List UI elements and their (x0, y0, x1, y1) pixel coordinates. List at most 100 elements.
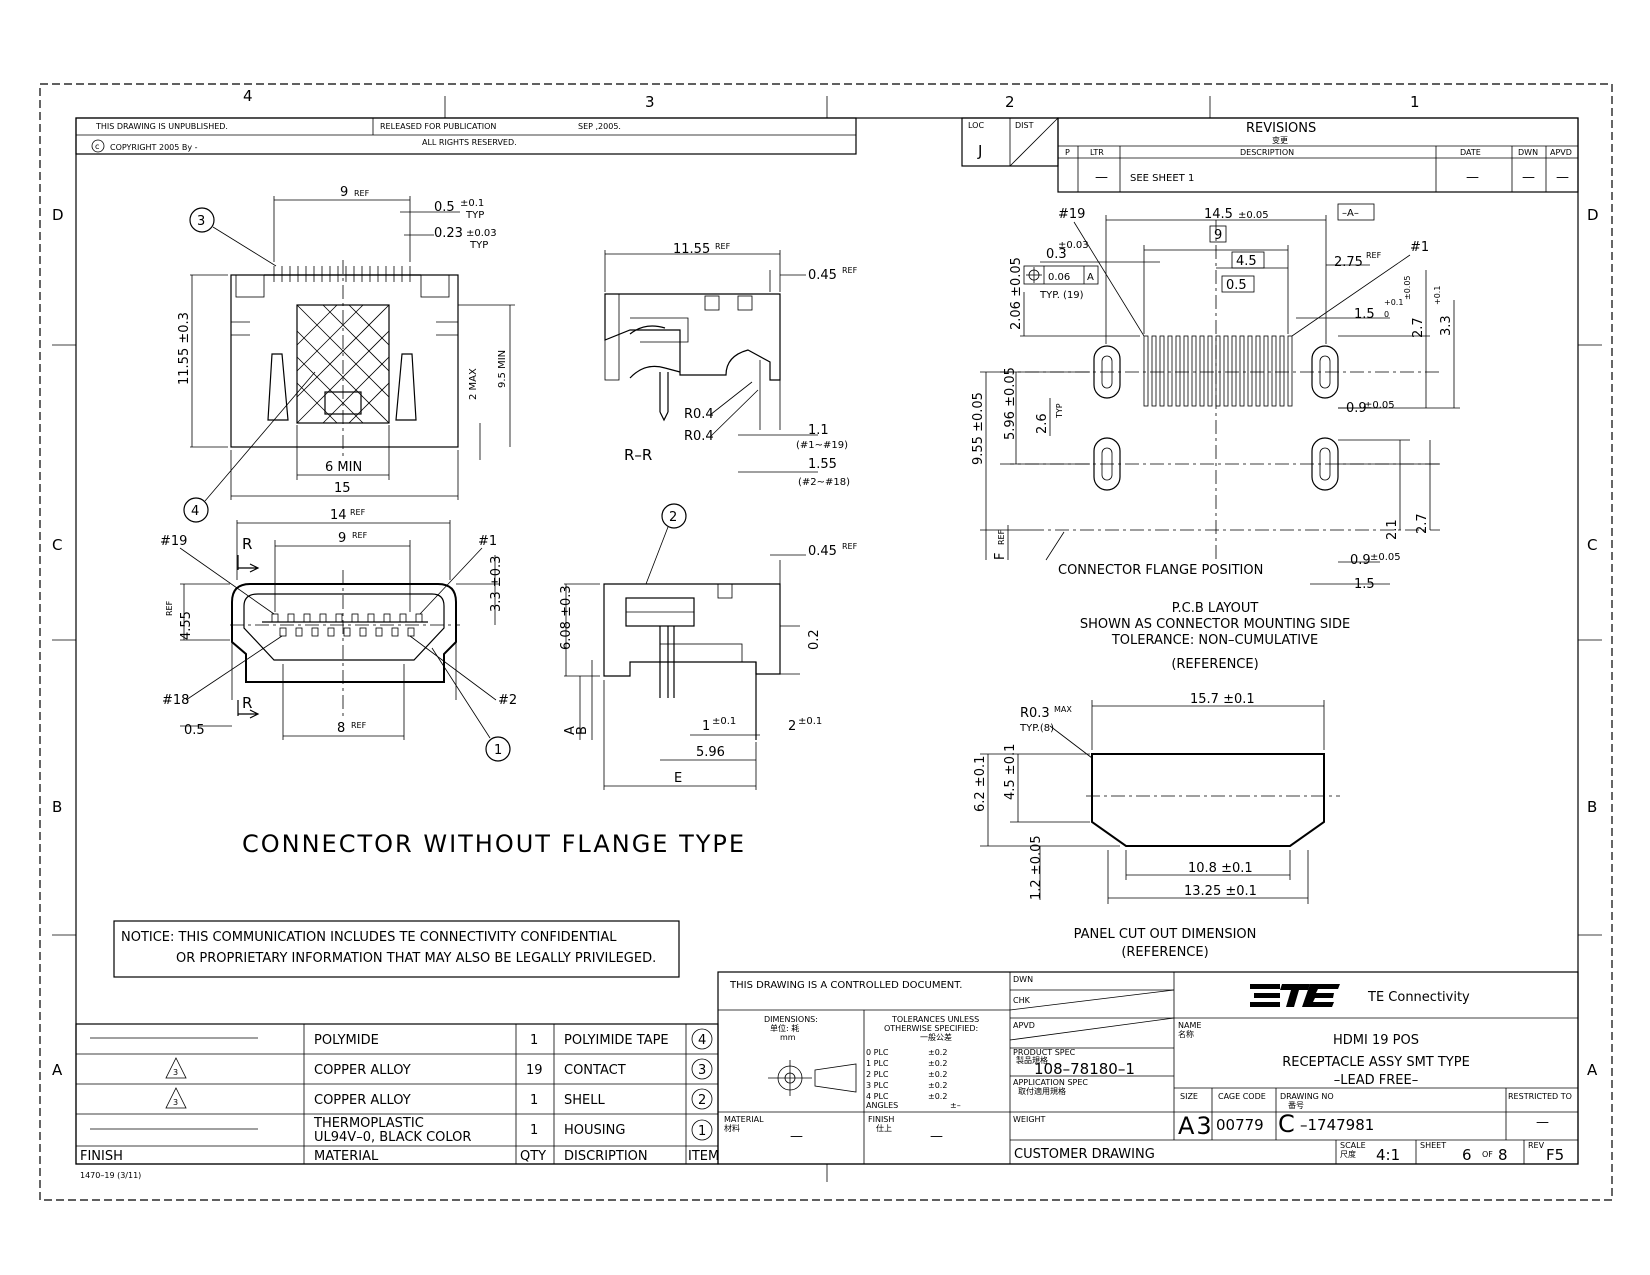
zone-markers: 4 3 2 1 D C B A D C B A (52, 87, 1602, 1182)
col-marker-3: 3 (645, 93, 655, 111)
panel-typ-8: TYP.(8) (1019, 723, 1054, 734)
restricted-label: RESTRICTED TO (1508, 1092, 1572, 1101)
tol-val-5: ±– (950, 1101, 961, 1110)
pcb-dim-2-75: 2.75 (1334, 255, 1363, 270)
cage-code-label: CAGE CODE (1218, 1092, 1266, 1101)
drawing-no-prefix: C (1278, 1110, 1297, 1138)
bom-row-2-finish: 3 (173, 1068, 178, 1077)
dim-0-5-front: 0.5 (184, 723, 205, 738)
position-tolerance-frame (1023, 265, 1099, 285)
pcb-dim-f: F (993, 553, 1008, 560)
row-marker-c: C (52, 536, 62, 554)
dim-1-1: 1.1 (808, 423, 829, 438)
bom-row-3-material: COPPER ALLOY (314, 1093, 411, 1108)
col-marker-2: 2 (1005, 93, 1015, 111)
dim-0-5-typ: TYP (465, 210, 484, 221)
revisions-title: REVISIONS (1246, 121, 1316, 136)
rev-label: REV (1528, 1141, 1545, 1150)
part-name-1: HDMI 19 POS (1333, 1033, 1419, 1048)
svg-text:±0.05: ±0.05 (1403, 275, 1412, 300)
pin-19-label: #19 (160, 534, 187, 549)
pcb-dim-14-5-tol: ±0.05 (1238, 210, 1269, 221)
dim-0-2: 0.2 (807, 629, 822, 650)
bom-row-2-qty: 19 (526, 1063, 543, 1078)
dimensions-label: DIMENSIONS: (764, 1015, 818, 1024)
company-name: TE Connectivity (1367, 990, 1470, 1005)
dim-0-45-sec-ref: REF (842, 266, 858, 275)
finish-value: — (930, 1129, 943, 1144)
row-marker-a-right: A (1587, 1061, 1598, 1079)
bom-row-3-item: 2 (698, 1093, 706, 1108)
pcb-dim-0-9-a-tol: ±0.05 (1364, 400, 1395, 411)
tolerances-cn: 一般公差 (920, 1032, 952, 1042)
drawing-no-label: DRAWING NO (1280, 1092, 1334, 1101)
position-datum: A (1087, 272, 1094, 283)
tol-row-0: 0 PLC (866, 1048, 889, 1057)
top-view: 9 REF 0.5 ±0.1 TYP 0.23 ±0.03 TYP 11.55 … (177, 185, 515, 523)
basic-4-5-label: 4.5 (1236, 254, 1257, 269)
bom-header-finish: FINISH (80, 1149, 123, 1164)
row-marker-b-right: B (1587, 798, 1597, 816)
dim-9-5-min: 9.5 MIN (497, 350, 508, 388)
section-label: R–R (624, 446, 652, 464)
dim-0-45-side-ref: REF (842, 542, 858, 551)
panel-dim-10-8: 10.8 ±0.1 (1188, 861, 1253, 876)
row-marker-b: B (52, 798, 62, 816)
balloon-1 (485, 736, 511, 762)
tol-row-1: 1 PLC (866, 1059, 889, 1068)
application-spec-cn: 取付適用規格 (1018, 1086, 1066, 1096)
radius-r0-4-a: R0.4 (684, 407, 714, 422)
sheet-of: OF (1482, 1150, 1493, 1159)
pcb-dim-5-96: 5.96 ±0.05 (1003, 367, 1018, 440)
rev-row-apvd: — (1556, 170, 1569, 185)
bom-row-4-item: 1 (698, 1124, 706, 1139)
bom-row-1-material: POLYMIDE (314, 1033, 379, 1048)
restricted-value: — (1536, 1115, 1549, 1130)
rev-col-apvd: APVD (1550, 148, 1572, 157)
pcb-dim-1-5: 1.5 (1354, 307, 1375, 322)
notice-box: NOTICE: THIS COMMUNICATION INCLUDES TE C… (113, 920, 680, 978)
apvd-label: APVD (1013, 1021, 1035, 1030)
balloon-3-label: 3 (197, 214, 205, 229)
pcb-dim-0-9-b: 0.9 (1350, 553, 1371, 568)
dim-1-side: 1 (702, 719, 710, 734)
balloon-2 (661, 503, 687, 529)
panel-r0-3: R0.3 (1020, 706, 1050, 721)
datum-a-label: –A– (1342, 208, 1359, 219)
col-marker-4: 4 (243, 87, 253, 105)
bom-header-desc: DISCRIPTION (564, 1149, 648, 1164)
tol-val-1: ±0.2 (928, 1059, 947, 1068)
part-name-3: –LEAD FREE– (1334, 1073, 1418, 1088)
row-marker-c-right: C (1587, 536, 1597, 554)
dist-label: DIST (1015, 121, 1034, 130)
bom-header-item: ITEM (688, 1149, 719, 1164)
bom-row-1-desc: POLYIMIDE TAPE (564, 1033, 669, 1048)
front-view: 14 REF 9 REF 8 REF #19 #1 #18 #2 R R 4.5… (160, 508, 517, 762)
balloon-2-label: 2 (669, 510, 677, 525)
bom-row-4-desc: HOUSING (564, 1123, 625, 1138)
svg-text:+0.1: +0.1 (1384, 298, 1403, 307)
dim-2-side-tol: ±0.1 (798, 716, 822, 727)
tol-row-4: 4 PLC (866, 1092, 889, 1101)
bom-row-4-material: THERMOPLASTIC (313, 1116, 424, 1131)
bom-table: 3 3 POLYMIDE 1 POLYIMIDE TAPE 4 COPPER A… (75, 1023, 719, 1165)
controlled-document: THIS DRAWING IS A CONTROLLED DOCUMENT. (729, 980, 962, 991)
loc-value: J (977, 142, 982, 160)
pcb-layout: 14.5 ±0.05 –A– #19 #1 9 4.5 0.5 0.3 ±0.0… (971, 203, 1460, 672)
application-spec-label: APPLICATION SPEC (1013, 1078, 1088, 1087)
pin-2-label: #2 (498, 693, 517, 708)
revisions-title-cn: 变更 (1272, 135, 1288, 145)
basic-9-box (1209, 225, 1227, 243)
section-view: 11.55 REF 0.45 REF R0.4 R0.4 1.1 (#1~#19… (604, 242, 858, 488)
finish-cn: 仕上 (876, 1123, 892, 1133)
dim-14-ref: 14 (330, 508, 347, 523)
svg-text:0: 0 (1384, 310, 1389, 319)
bom-row-1-item: 4 (698, 1033, 706, 1048)
pcb-caption-2: SHOWN AS CONNECTOR MOUNTING SIDE (1080, 617, 1350, 632)
panel-r0-3-max: MAX (1054, 705, 1072, 714)
outer-border (39, 83, 1613, 1201)
tol-val-0: ±0.2 (928, 1048, 947, 1057)
rights-text: ALL RIGHTS RESERVED. (422, 138, 517, 147)
rev-col-desc: DESCRIPTION (1240, 148, 1294, 157)
